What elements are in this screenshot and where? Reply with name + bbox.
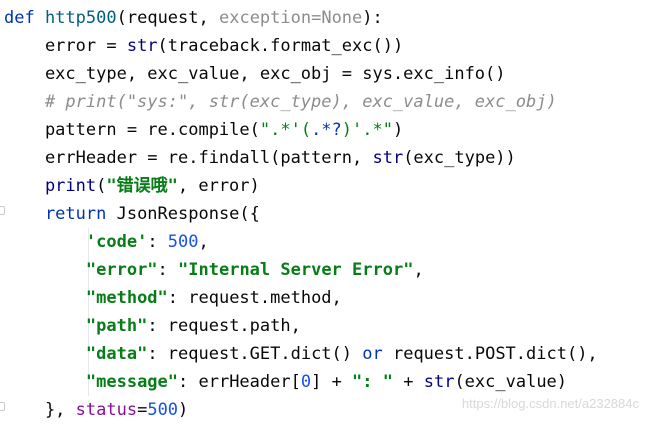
code-token: (exc_value)	[454, 372, 568, 392]
code-token: "data"	[85, 344, 148, 364]
code-token: +	[393, 372, 424, 392]
code-line[interactable]: # print("sys:", str(exc_type), exc_value…	[4, 88, 557, 116]
code-token	[4, 316, 86, 336]
code-token: errHeader = re.findall(pattern,	[4, 148, 373, 168]
code-line[interactable]: pattern = re.compile(".*'(.*?)'.*")	[4, 116, 403, 144]
code-token: (	[96, 176, 107, 196]
code-token: )	[392, 120, 404, 140]
code-token: },	[4, 400, 76, 420]
code-token: (exc_type))	[403, 148, 516, 168]
code-token: status	[75, 400, 138, 420]
code-token: # print("sys:", str(exc_type), exc_value…	[4, 92, 557, 112]
code-token: ,	[198, 232, 209, 252]
code-line[interactable]: "path": request.path,	[4, 312, 301, 340]
code-token	[35, 8, 45, 28]
code-line[interactable]: print("错误哦", error)	[4, 172, 260, 200]
code-token: , error)	[177, 176, 260, 196]
code-token: str	[372, 148, 404, 168]
code-token: )	[178, 400, 189, 420]
code-token: )'.*"	[341, 120, 393, 140]
watermark-text: https://blog.csdn.net/a232884c	[461, 396, 639, 411]
code-token: ):	[362, 8, 383, 28]
code-token: : request.method,	[167, 288, 342, 308]
code-token: request.POST.dict(),	[382, 344, 598, 364]
code-token: "error"	[85, 260, 158, 280]
code-token: 0	[300, 372, 312, 392]
code-token: "path"	[85, 316, 148, 336]
code-token: (traceback.format_exc())	[157, 36, 404, 56]
code-token: 'code'	[85, 232, 148, 252]
code-token: http500	[44, 8, 117, 28]
code-token: : errHeader[	[178, 372, 301, 392]
code-token: ,	[413, 260, 424, 280]
code-token	[4, 288, 86, 308]
code-token: "method"	[85, 288, 168, 308]
code-token: :	[147, 232, 168, 252]
code-token: 错误哦	[116, 176, 168, 196]
code-token: exception=None	[218, 8, 363, 28]
code-token	[4, 372, 86, 392]
code-token: .*?	[311, 120, 342, 140]
code-token: "message"	[85, 372, 179, 392]
code-token: return	[4, 204, 107, 224]
code-token: print	[4, 176, 97, 196]
code-token: JsonResponse({	[106, 204, 260, 224]
code-token: "	[167, 176, 178, 196]
code-line[interactable]: 'code': 500,	[4, 228, 209, 256]
code-token: : request.path,	[147, 316, 301, 336]
code-token	[4, 232, 86, 252]
code-token: =	[137, 400, 148, 420]
code-token: pattern = re.compile(	[4, 120, 260, 140]
fold-marker-icon[interactable]	[0, 402, 5, 411]
code-token: str	[126, 36, 158, 56]
code-token: ".*'(	[259, 120, 312, 140]
code-token: def	[4, 8, 35, 28]
code-line[interactable]: def http500(request, exception=None):	[4, 4, 383, 32]
indent-guide	[88, 228, 89, 396]
code-token: error =	[4, 36, 127, 56]
code-line[interactable]: error = str(traceback.format_exc())	[4, 32, 403, 60]
code-token: str	[423, 372, 455, 392]
code-line[interactable]: errHeader = re.findall(pattern, str(exc_…	[4, 144, 516, 172]
code-token: ": "	[352, 372, 393, 392]
code-token: : request.GET.dict()	[147, 344, 363, 364]
code-token	[4, 344, 86, 364]
code-token: or	[362, 344, 383, 364]
code-line[interactable]: }, status=500)	[4, 396, 188, 424]
code-line[interactable]: exc_type, exc_value, exc_obj = sys.exc_i…	[4, 60, 506, 88]
code-token: "Internal Server Error"	[178, 260, 414, 280]
fold-marker-icon[interactable]	[0, 206, 5, 215]
code-token	[4, 260, 86, 280]
code-token: 500	[147, 400, 179, 420]
code-token: (request,	[116, 8, 219, 28]
code-token: exc_type, exc_value, exc_obj = sys.exc_i…	[4, 64, 506, 84]
code-line[interactable]: "method": request.method,	[4, 284, 342, 312]
code-line[interactable]: "error": "Internal Server Error",	[4, 256, 424, 284]
code-line[interactable]: "data": request.GET.dict() or request.PO…	[4, 340, 598, 368]
code-token: ] +	[311, 372, 353, 392]
code-line[interactable]: return JsonResponse({	[4, 200, 260, 228]
code-token: 500	[167, 232, 199, 252]
code-token: :	[157, 260, 179, 280]
code-line[interactable]: "message": errHeader[0] + ": " + str(exc…	[4, 368, 567, 396]
code-token: "	[106, 176, 117, 196]
